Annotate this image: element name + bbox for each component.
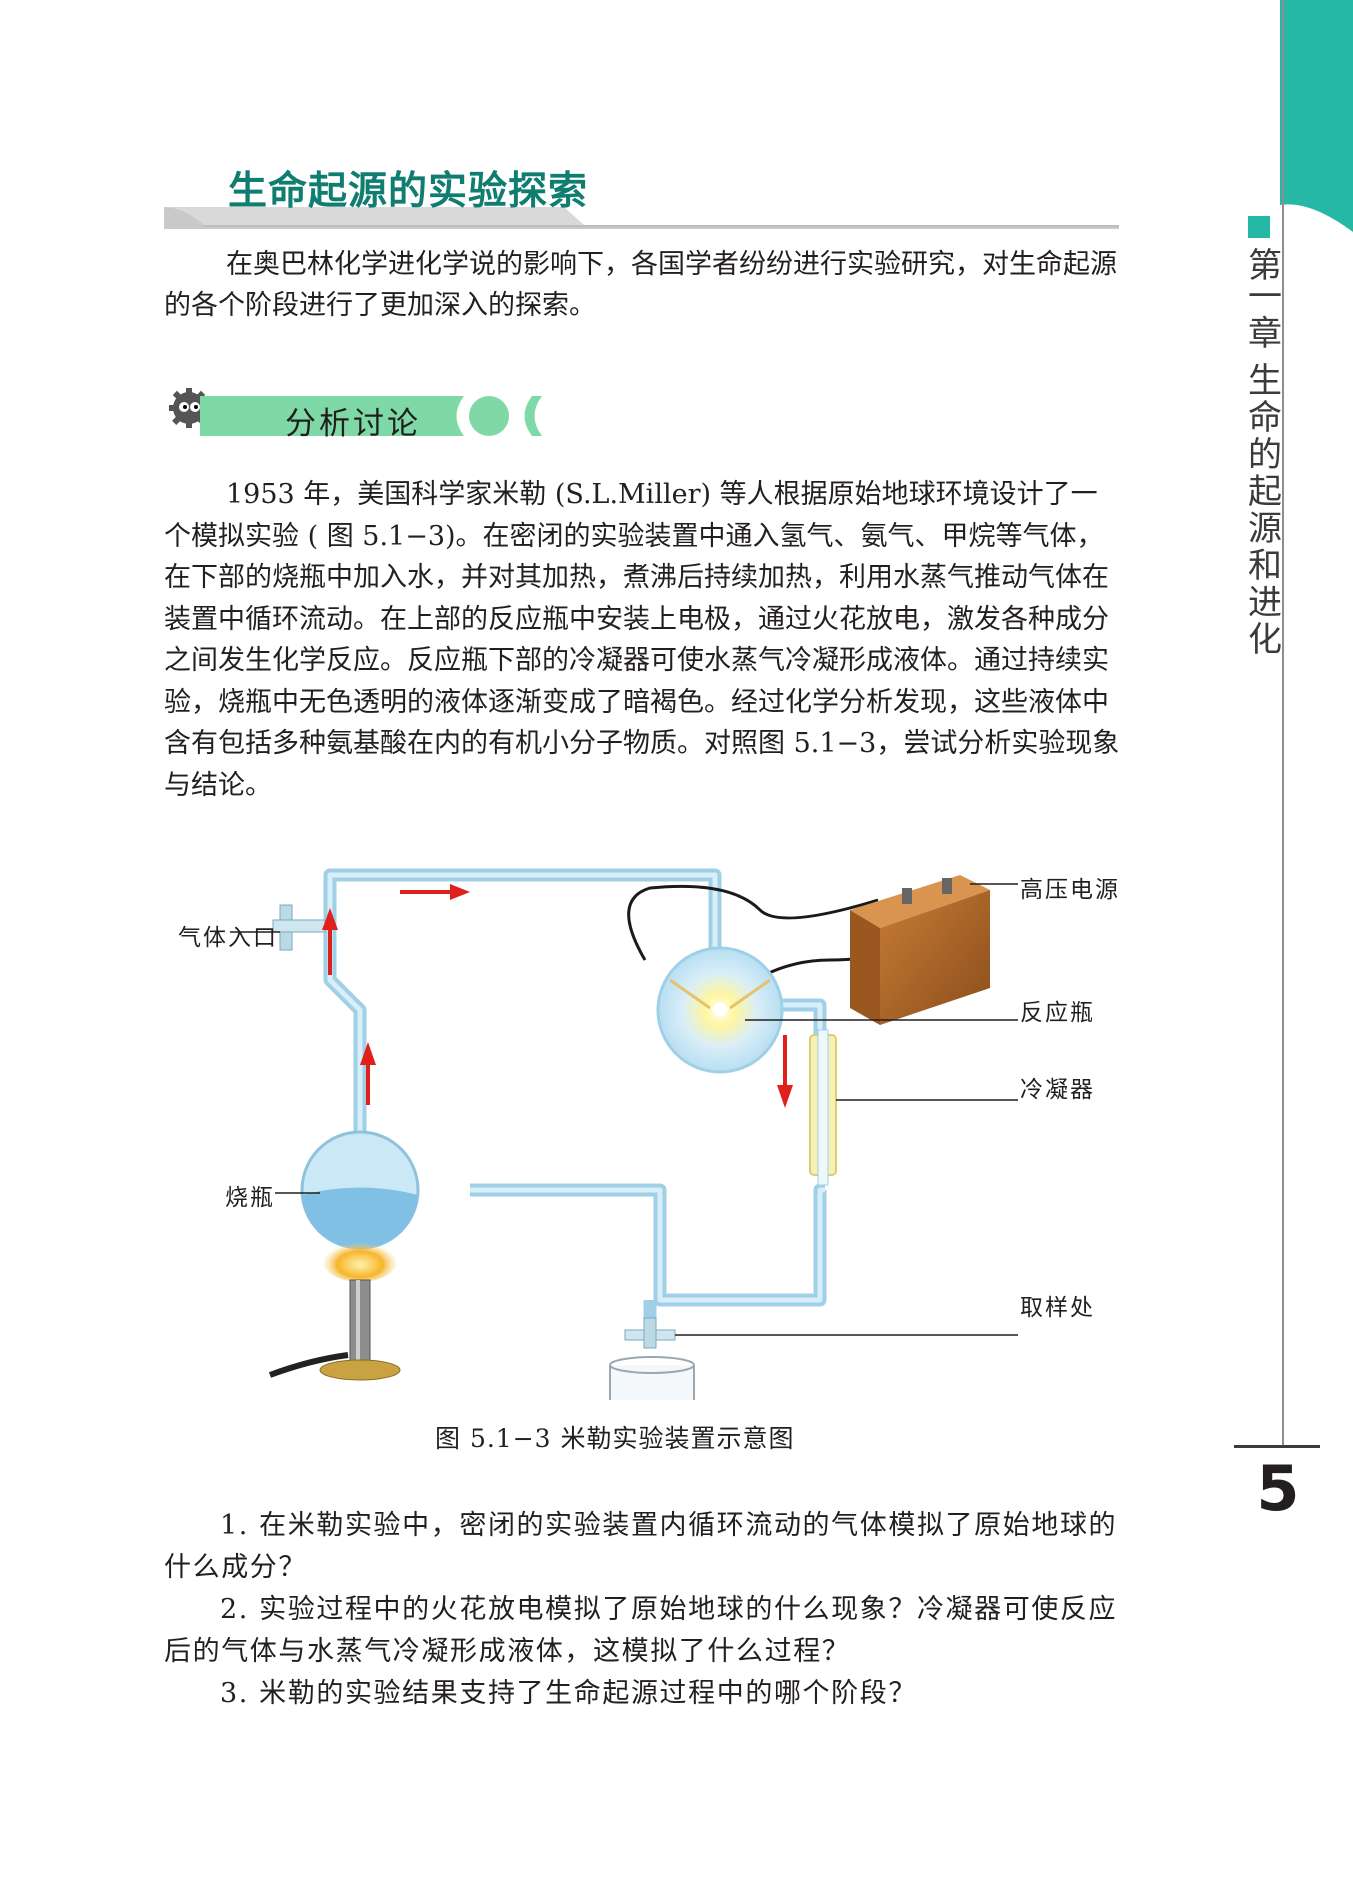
question-3: 3. 米勒的实验结果支持了生命起源过程中的哪个阶段？ (220, 1678, 917, 1709)
page-number: 5 (1256, 1452, 1300, 1525)
label-condenser: 冷凝器 (1020, 1077, 1095, 1103)
bunsen-burner-icon (268, 1279, 401, 1381)
body-paragraph: 1953 年，美国科学家米勒 (S.L.Miller) 等人根据原始地球环境设计… (164, 479, 1120, 801)
beaker-icon (609, 1356, 695, 1400)
side-rule (1282, 0, 1284, 1445)
discussion-label: 分析讨论 (285, 406, 421, 442)
figure-caption: 图 5.1−3 米勒实验装置示意图 (435, 1424, 795, 1453)
label-power: 高压电源 (1020, 877, 1120, 903)
label-boiling-flask: 烧瓶 (225, 1185, 275, 1211)
discussion-banner (169, 388, 542, 436)
chapter-title: 第 一 章 生 命 的 起 源 和 进 化 (1248, 246, 1282, 660)
flow-arrows (322, 884, 793, 1108)
question-1: 1. 在米勒实验中，密闭的实验装置内循环流动的气体模拟了原始地球的什么成分？ (164, 1510, 1118, 1583)
label-reaction-flask: 反应瓶 (1020, 1000, 1095, 1026)
chapter-tab (1280, 0, 1353, 232)
chapter-marker (1248, 216, 1270, 238)
page-number-rule (1234, 1445, 1320, 1448)
label-sampling: 取样处 (1020, 1295, 1095, 1321)
title-underline (164, 207, 1119, 229)
intro-paragraph: 在奥巴林化学进化学说的影响下，各国学者纷纷进行实验研究，对生命起源的各个阶段进行… (164, 249, 1117, 321)
section-title: 生命起源的实验探索 (228, 169, 589, 214)
gas-inlet-valve (272, 904, 326, 951)
question-2: 2. 实验过程中的火花放电模拟了原始地球的什么现象？冷凝器可使反应后的气体与水蒸… (164, 1594, 1118, 1667)
miller-apparatus-figure (230, 868, 1018, 1400)
label-gas-inlet: 气体入口 (178, 925, 278, 951)
high-voltage-power-icon (850, 875, 990, 1025)
